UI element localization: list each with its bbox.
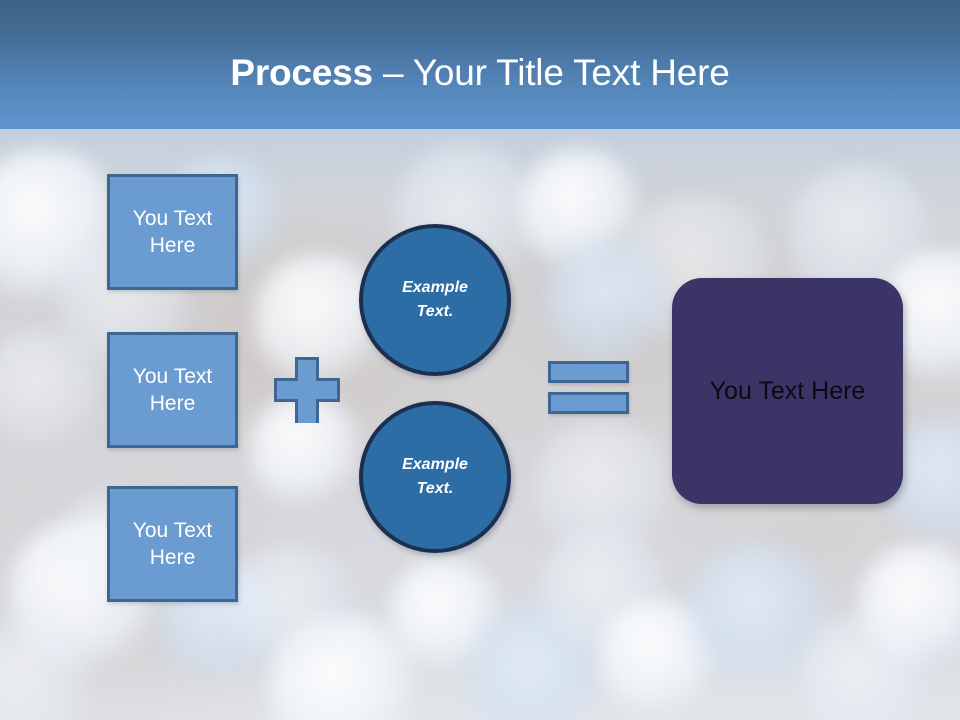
example-circle-2[interactable]: Example Text. (359, 401, 511, 553)
bokeh-blob (860, 545, 960, 665)
slide-header-band: Process – Your Title Text Here (0, 0, 960, 129)
equals-bar-top (548, 361, 629, 383)
bokeh-blob (230, 545, 350, 665)
input-box-3-line1: You Text (132, 519, 213, 542)
example-circle-1-label: Example Text. (402, 276, 468, 324)
input-box-3[interactable]: You Text Here (107, 486, 238, 602)
page-title-rest: – Your Title Text Here (372, 52, 730, 93)
input-box-2-label: You Text Here (133, 363, 212, 417)
example-circle-2-label: Example Text. (402, 453, 468, 501)
input-box-3-line2: Here (149, 546, 196, 569)
result-box[interactable]: You Text Here (672, 278, 903, 504)
example-circle-1[interactable]: Example Text. (359, 224, 511, 376)
input-box-2-line1: You Text (132, 365, 213, 388)
plus-operator-icon (274, 357, 340, 423)
result-box-label: You Text Here (709, 376, 866, 405)
input-box-3-label: You Text Here (133, 517, 212, 571)
input-box-1-label: You Text Here (133, 205, 212, 259)
bokeh-blob (0, 330, 100, 450)
input-box-2[interactable]: You Text Here (107, 332, 238, 448)
example-circle-2-line2: Text. (416, 480, 454, 497)
equals-bar-bottom (548, 392, 629, 414)
bokeh-blob (545, 240, 670, 365)
page-title: Process – Your Title Text Here (0, 50, 960, 96)
input-box-1-line2: Here (149, 234, 196, 257)
example-circle-1-line2: Text. (416, 303, 454, 320)
page-title-bold: Process (230, 52, 373, 93)
example-circle-1-line1: Example (402, 279, 468, 296)
plus-inner-horizontal (277, 381, 337, 399)
input-box-2-line2: Here (149, 392, 196, 415)
example-circle-2-line1: Example (402, 456, 468, 473)
input-box-1[interactable]: You Text Here (107, 174, 238, 290)
input-box-1-line1: You Text (132, 207, 213, 230)
